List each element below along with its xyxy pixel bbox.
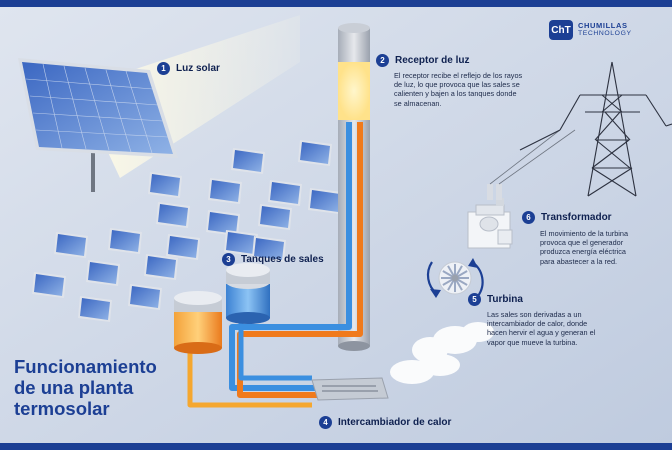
heliostat-icon [156,202,190,228]
heliostat-icon [54,232,88,258]
heliostat-icon [32,272,66,298]
heliostat-icon [108,228,142,254]
heliostat-icon [86,260,120,286]
heliostat-icon [298,140,332,166]
rotation-arrows-icon [426,258,484,298]
heliostat-icon [128,284,162,310]
step-4-title: Intercambiador de calor [338,417,452,428]
salt-pipes [187,122,383,408]
solar-panel-icon [18,58,178,192]
heliostat-icon [308,188,342,214]
brand-name-line1: CHUMILLAS [578,21,628,30]
brand-name: CHUMILLAS TECHNOLOGY [578,22,632,38]
step-4: 4 Intercambiador de calor [319,416,451,429]
heliostat-field [32,140,342,322]
step-3-number: 3 [222,253,235,266]
step-2-title: Receptor de luz [395,55,470,66]
step-5-number: 5 [468,293,481,306]
heliostat-icon [268,180,302,206]
step-6-title: Transformador [541,212,612,223]
step-6-number: 6 [522,211,535,224]
title-line-1: Funcionamiento [14,356,157,377]
step-3-title: Tanques de sales [241,254,324,265]
page-title: Funcionamiento de una planta termosolar [14,356,157,419]
transformer-icon [467,129,576,249]
step-2-number: 2 [376,54,389,67]
step-2: 2 Receptor de luz [376,54,469,67]
heliostat-icon [258,204,292,230]
step-6: 6 Transformador [522,211,612,224]
step-5-title: Turbina [487,294,523,305]
steam-cloud-icon [390,322,494,384]
step-2-description: El receptor recibe el reflejo de los ray… [394,71,523,108]
step-5: 5 Turbina [468,293,523,306]
step-6-description: El movimiento de la turbina provoca que … [540,229,629,266]
turbine-icon [438,261,472,295]
heliostat-icon [231,148,265,174]
step-3: 3 Tanques de sales [222,253,324,266]
step-1-number: 1 [157,62,170,75]
receiver-tower-icon [338,23,370,351]
step-5-description: Las sales son derivadas a un intercambia… [487,310,596,347]
logo: ChT [549,20,573,40]
brand-name-line2: TECHNOLOGY [578,30,632,37]
heliostat-icon [144,254,178,280]
power-tower-icon [519,61,672,197]
step-1: 1 Luz solar [157,62,220,75]
heliostat-icon [224,230,258,256]
brand: ChT CHUMILLAS TECHNOLOGY [549,20,632,40]
heliostat-icon [78,296,112,322]
heliostat-icon [206,210,240,236]
step-4-number: 4 [319,416,332,429]
heliostat-icon [208,178,242,204]
title-line-2: de una planta [14,377,134,398]
heliostat-icon [148,172,182,198]
heliostat-icon [252,236,286,262]
step-1-title: Luz solar [176,63,220,74]
salt-tank-icon [174,263,270,354]
heliostat-icon [166,234,200,260]
heat-exchanger-icon [311,377,389,401]
title-line-3: termosolar [14,398,110,419]
